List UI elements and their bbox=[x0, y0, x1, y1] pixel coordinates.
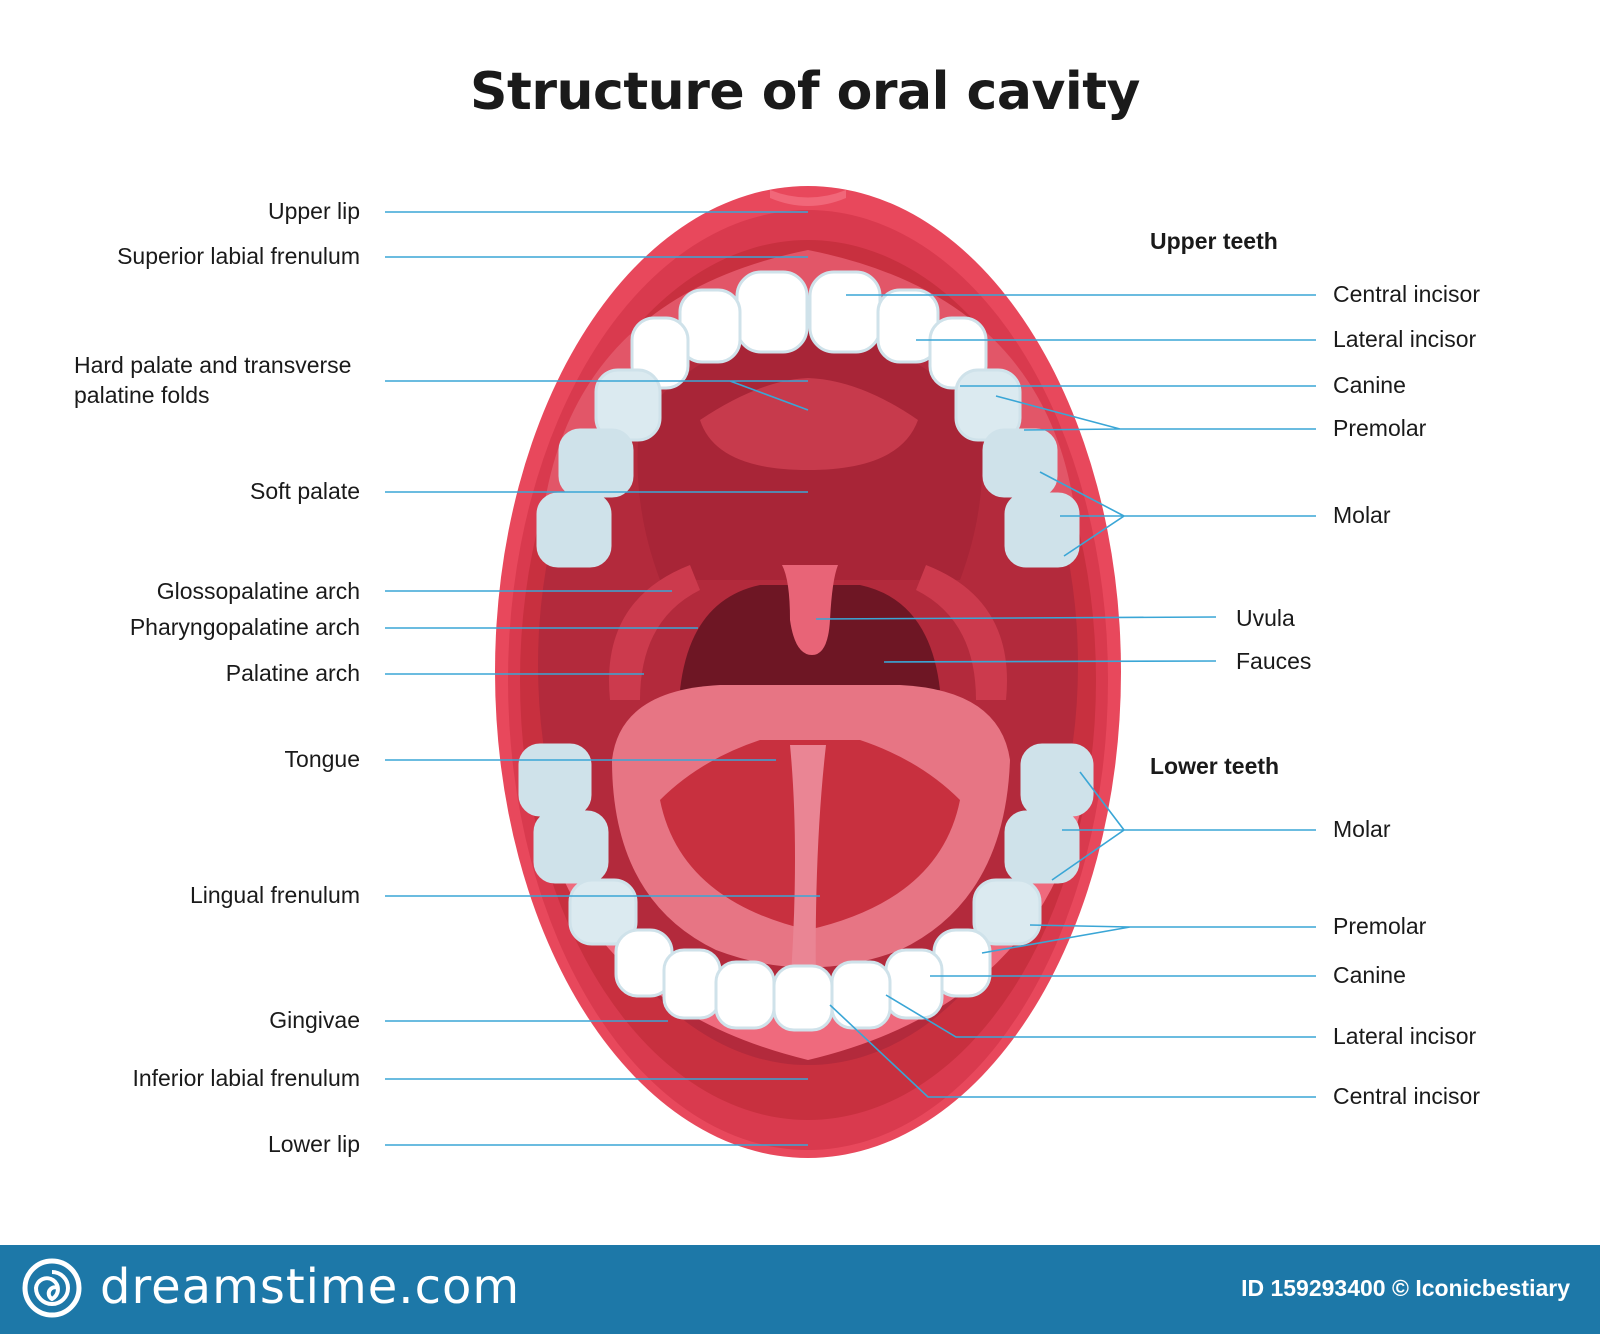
label-tongue: Tongue bbox=[284, 746, 360, 772]
upper-central-incisor-left bbox=[735, 270, 809, 354]
spiral-logo-icon bbox=[22, 1258, 82, 1318]
upper-molar-left-1 bbox=[558, 428, 634, 498]
label-lower-lateral-incisor: Lateral incisor bbox=[1333, 1023, 1477, 1049]
lower-teeth bbox=[518, 743, 1094, 1032]
oral-cavity-illustration bbox=[385, 186, 1316, 1158]
leader-upper-premolar bbox=[995, 395, 1316, 431]
label-lower-molar: Molar bbox=[1333, 816, 1391, 842]
lower-central-incisor-mid bbox=[772, 964, 834, 1032]
lower-central-incisor-right bbox=[830, 960, 892, 1030]
upper-molar-left-2 bbox=[536, 492, 612, 568]
label-superior-labial-frenulum: Superior labial frenulum bbox=[117, 243, 360, 269]
label-gingivae: Gingivae bbox=[269, 1007, 360, 1033]
lower-molar-left-2 bbox=[533, 810, 609, 884]
label-upper-lateral-incisor: Lateral incisor bbox=[1333, 326, 1477, 352]
label-lower-lip: Lower lip bbox=[267, 1131, 360, 1157]
label-pharyngopalatine-arch: Pharyngopalatine arch bbox=[129, 614, 360, 640]
palate-highlight bbox=[700, 378, 918, 470]
lingual-frenulum-shape bbox=[790, 745, 826, 990]
label-upper-canine: Canine bbox=[1333, 372, 1406, 398]
label-upper-molar: Molar bbox=[1333, 502, 1391, 528]
label-upper-central-incisor: Central incisor bbox=[1333, 281, 1480, 307]
upper-molar-right-1 bbox=[982, 428, 1058, 498]
leader-lower-lateral-incisor bbox=[885, 994, 1316, 1038]
footer-bar: dreamstime.com ID 159293400 © Iconicbest… bbox=[0, 1245, 1600, 1334]
leader-hard-palate bbox=[385, 380, 809, 411]
leader-lower-molar bbox=[1051, 771, 1316, 881]
leader-uvula bbox=[815, 616, 1217, 620]
lower-lateral-incisor-right bbox=[884, 948, 944, 1020]
label-lower-central-incisor: Central incisor bbox=[1333, 1083, 1480, 1109]
leader-lines bbox=[385, 211, 1316, 1146]
upper-lip-notch bbox=[770, 190, 846, 206]
heading-lower-teeth: Lower teeth bbox=[1150, 753, 1280, 779]
label-fauces: Fauces bbox=[1236, 648, 1312, 674]
label-lower-premolar: Premolar bbox=[1333, 913, 1427, 939]
leader-lower-central-incisor bbox=[829, 1004, 1316, 1098]
label-inferior-labial-frenulum: Inferior labial frenulum bbox=[132, 1065, 360, 1091]
upper-molar-right-2 bbox=[1004, 492, 1080, 568]
arch-left bbox=[609, 565, 700, 700]
leader-fauces bbox=[883, 660, 1217, 663]
label-palatine-arch: Palatine arch bbox=[225, 660, 360, 686]
label-upper-lip: Upper lip bbox=[267, 198, 360, 224]
leader-upper-molar bbox=[1039, 471, 1316, 557]
heading-upper-teeth: Upper teeth bbox=[1150, 228, 1278, 254]
label-lower-canine: Canine bbox=[1333, 962, 1406, 988]
lower-molar-right-2 bbox=[1004, 810, 1080, 884]
label-uvula: Uvula bbox=[1236, 605, 1295, 631]
lower-molar-right-1 bbox=[1020, 743, 1094, 817]
footer-brand-text[interactable]: dreamstime.com bbox=[100, 1259, 521, 1315]
label-lingual-frenulum: Lingual frenulum bbox=[189, 882, 360, 908]
label-hard-palate: Hard palate and transverse palatine fold… bbox=[74, 352, 352, 408]
lower-lateral-incisor-left bbox=[662, 948, 722, 1020]
label-soft-palate: Soft palate bbox=[250, 478, 360, 504]
label-upper-premolar: Premolar bbox=[1333, 415, 1427, 441]
upper-teeth bbox=[536, 270, 1080, 568]
label-glossopalatine-arch: Glossopalatine arch bbox=[156, 578, 360, 604]
footer-credit: ID 159293400 © Iconicbestiary bbox=[1241, 1275, 1570, 1301]
page-title: Structure of oral cavity bbox=[470, 62, 1140, 122]
upper-central-incisor-right bbox=[808, 270, 882, 354]
lower-molar-left-1 bbox=[518, 743, 592, 817]
lower-premolar-right bbox=[972, 878, 1042, 946]
leader-lower-premolar bbox=[981, 924, 1316, 954]
lower-central-incisor-left bbox=[714, 960, 776, 1030]
uvula-shape bbox=[782, 565, 838, 655]
arch-right bbox=[916, 565, 1007, 700]
